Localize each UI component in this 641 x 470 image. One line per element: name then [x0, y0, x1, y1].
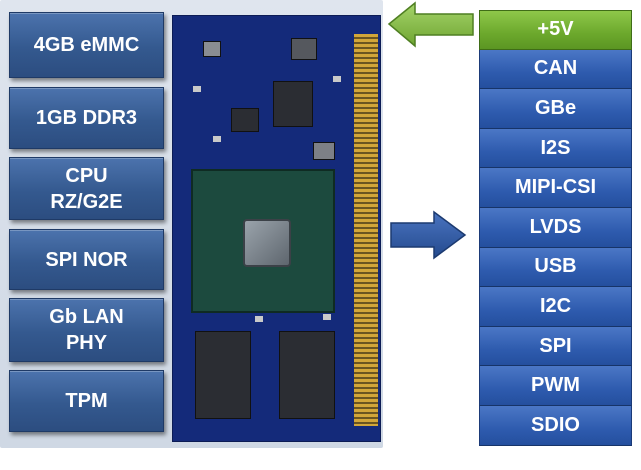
left-arrow-icon [387, 1, 474, 48]
ddr-chip [279, 331, 335, 419]
interface-power: +5V [479, 10, 632, 50]
block-tpm: TPM [9, 370, 164, 432]
interface-i2s: I2S [479, 128, 632, 169]
block-lan-phy: Gb LAN PHY [9, 298, 164, 362]
board-chip [313, 142, 335, 160]
block-emmc: 4GB eMMC [9, 12, 164, 78]
ddr-chip [195, 331, 251, 419]
block-spi-nor: SPI NOR [9, 229, 164, 290]
board-chip [203, 41, 221, 57]
board-component [333, 76, 341, 82]
block-cpu: CPU RZ/G2E [9, 157, 164, 220]
board-component [255, 316, 263, 322]
board-chip [231, 108, 259, 132]
board-component [213, 136, 221, 142]
interface-list: +5V CAN GBe I2S MIPI-CSI LVDS USB I2C SP… [479, 10, 632, 446]
cpu-package [191, 169, 335, 313]
interface-gbe: GBe [479, 89, 632, 129]
interface-sdio: SDIO [479, 405, 632, 446]
cpu-die [243, 219, 291, 267]
edge-connector [354, 34, 378, 426]
interface-spi: SPI [479, 326, 632, 367]
interface-pwm: PWM [479, 366, 632, 406]
som-board-image [172, 15, 381, 442]
interface-usb: USB [479, 247, 632, 288]
interface-i2c: I2C [479, 287, 632, 327]
interface-mipi-csi: MIPI-CSI [479, 168, 632, 208]
board-chip [291, 38, 317, 60]
board-component [323, 314, 331, 320]
board-component [193, 86, 201, 92]
block-ddr3: 1GB DDR3 [9, 87, 164, 149]
right-arrow-icon [390, 210, 467, 260]
interface-can: CAN [479, 49, 632, 90]
board-chip [273, 81, 313, 127]
interface-lvds: LVDS [479, 207, 632, 248]
